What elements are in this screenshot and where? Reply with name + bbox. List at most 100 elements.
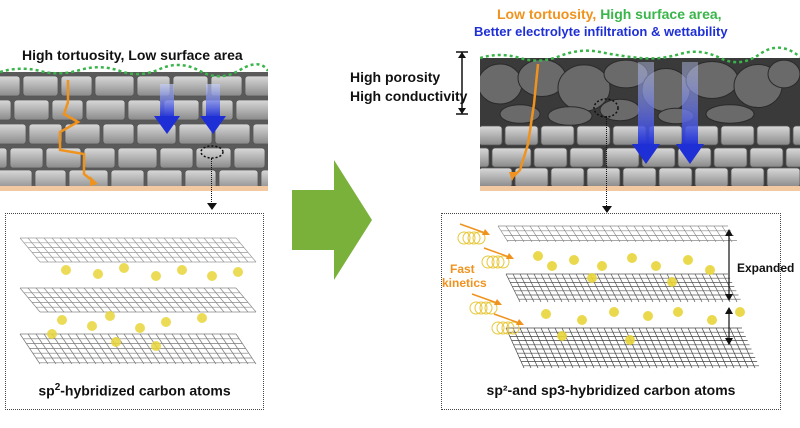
graphite-block [586,167,621,188]
left-graphene-layers [19,237,257,365]
graphite-block [85,99,126,121]
graphite-block [28,123,63,145]
graphite-block [756,125,791,146]
graphite-block [102,123,135,145]
graphite-block [720,125,755,146]
motion-trail [491,255,505,269]
lithium-ion [61,265,71,275]
left-detail-box: sp2-hybridized carbon atoms [5,213,264,410]
motion-trail [506,321,520,335]
porous-particle [705,104,755,124]
graphite-block [749,147,784,168]
lithium-ion [667,277,677,287]
graphite-block [214,123,251,145]
lithium-ion [577,315,587,325]
graphite-block [83,147,116,169]
lithium-ion [557,331,567,341]
lithium-ion [161,317,171,327]
graphite-block [569,147,604,168]
graphite-block [766,167,800,188]
motion-trail [462,231,476,245]
right-graphene-layers [457,223,760,369]
right-caption: sp²-and sp3-hybridized carbon atoms [486,382,736,398]
graphite-block [550,167,585,188]
graphite-block [235,99,268,121]
lithium-ion [197,313,207,323]
motion-trail [496,321,510,335]
lithium-ion [93,269,103,279]
graphite-block [117,147,158,169]
graphene-sheet [19,333,257,365]
porous-particle [767,59,800,89]
graphite-block [0,147,8,169]
motion-trail [479,301,493,315]
graphite-block [0,75,21,97]
kinetic-arrowhead [494,299,502,305]
graphene-sheet [497,225,737,243]
graphite-block [533,147,568,168]
graphite-block [792,125,800,146]
graphite-block [60,75,93,97]
lithium-ion [151,271,161,281]
lithium-ion [533,251,543,261]
porous-particle [547,106,593,126]
porous-particle [499,104,541,124]
graphite-block [658,167,693,188]
graphite-block [64,123,101,145]
graphite-block [9,147,44,169]
left-caption-sup: 2 [54,382,61,393]
lithium-ion [705,265,715,275]
side-label-porosity: High porosity [350,69,441,85]
kinetic-arrow [459,223,489,235]
lithium-ion [151,341,161,351]
graphene-sheet [505,273,741,303]
low-tortuosity-label: Low tortuosity, [497,6,601,22]
lithium-ion [735,307,745,317]
right-title-line2: Better electrolyte infiltration & wettab… [474,24,728,39]
expanded-label: Expanded [737,261,795,275]
graphite-block [504,125,539,146]
graphite-block [480,125,503,146]
graphite-block [252,123,268,145]
graphene-sheet [505,327,760,369]
kinetics-label-line1: Fast [450,262,475,276]
motion-trail [467,231,481,245]
graphite-block [260,169,268,191]
motion-trail [481,255,495,269]
graphite-block [22,75,59,97]
graphite-block [576,125,611,146]
lithium-ion [625,335,635,345]
graphite-block [730,167,765,188]
motion-trail [474,301,488,315]
right-electrode-illustration [480,46,800,191]
graphite-block [785,147,800,168]
motion-trail [501,321,515,335]
graphite-block [244,75,268,97]
graphite-block [0,123,27,145]
lithium-ion [541,309,551,319]
lithium-ion [547,261,557,271]
lithium-ion [707,315,717,325]
graphite-block [172,75,209,97]
lithium-ion [57,315,67,325]
graphite-block [0,99,12,121]
graphite-block [480,167,513,188]
right-connector-line [606,116,607,210]
left-connector-arrowhead [207,203,217,210]
high-surface-area-label: High surface area, [600,6,722,22]
left-caption: sp2-hybridized carbon atoms [6,382,263,399]
right-title-line1: Low tortuosity, High surface area, [497,6,722,22]
porous-particle [480,63,523,105]
lithium-ion [135,323,145,333]
porous-particle [557,64,611,112]
expanded-spacing-arrows [725,229,733,345]
lithium-ion [207,271,217,281]
graphite-block [694,167,729,188]
lithium-ion [47,329,57,339]
lithium-ion [673,307,683,317]
side-label-conductivity: High conductivity [350,88,468,104]
lithium-ion [111,337,121,347]
lithium-ion [627,253,637,263]
graphite-block [178,123,213,145]
lithium-ion [651,261,661,271]
